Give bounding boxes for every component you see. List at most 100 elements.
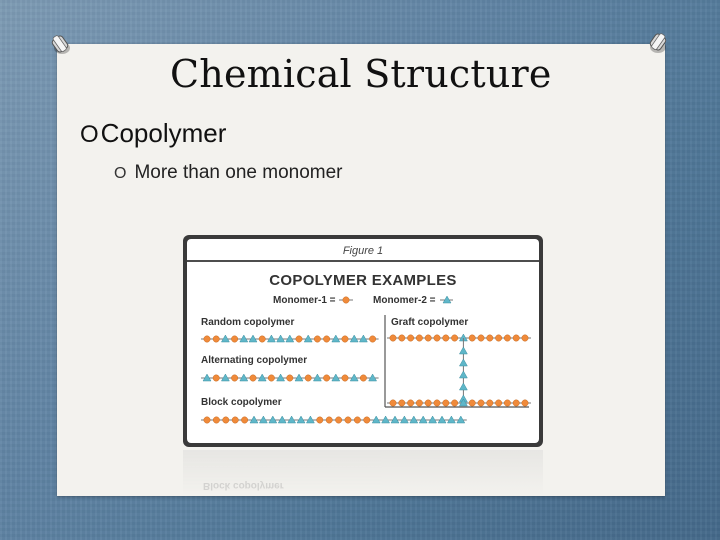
- monomer-2-triangle: [442, 295, 452, 304]
- monomer-2-triangle: [239, 373, 249, 382]
- monomer-2-triangle: [437, 415, 447, 424]
- monomer-1-circle: [353, 416, 361, 424]
- monomer-1-circle: [286, 374, 294, 382]
- bullet-marker: O: [80, 121, 99, 148]
- monomer-1-circle: [203, 335, 211, 343]
- monomer-2-triangle: [239, 334, 249, 343]
- random-copolymer-chain: [201, 334, 379, 343]
- monomer-2-triangle: [312, 373, 322, 382]
- monomer-1-circle: [415, 399, 423, 407]
- legend-monomer-1-label: Monomer-1 =: [273, 295, 336, 306]
- monomer-1-circle: [359, 374, 367, 382]
- monomer-2-triangle: [249, 415, 259, 424]
- monomer-2-triangle: [399, 415, 409, 424]
- monomer-2-triangle: [287, 415, 297, 424]
- monomer-1-circle: [342, 296, 350, 304]
- monomer-1-circle: [212, 416, 220, 424]
- figure-title: COPOLYMER EXAMPLES: [269, 272, 457, 289]
- monomer-1-circle: [325, 416, 333, 424]
- monomer-1-circle: [477, 334, 485, 342]
- monomer-2-triangle: [428, 415, 438, 424]
- monomer-1-circle: [249, 374, 257, 382]
- copolymer-figure: Figure 1 COPOLYMER EXAMPLES Monomer-1 = …: [183, 235, 543, 447]
- monomer-2-triangle: [458, 358, 468, 367]
- bullet-marker: O: [114, 165, 127, 182]
- monomer-1-circle: [398, 334, 406, 342]
- monomer-1-circle: [241, 416, 249, 424]
- bullet-text: Copolymer: [100, 118, 227, 148]
- monomer-1-circle: [433, 334, 441, 342]
- monomer-1-circle: [313, 335, 321, 343]
- monomer-2-triangle: [456, 415, 466, 424]
- random-copolymer-label: Random copolymer: [201, 317, 295, 328]
- monomer-1-circle: [212, 335, 220, 343]
- monomer-1-circle: [267, 374, 275, 382]
- reflection-text: Block copolymer: [203, 480, 284, 491]
- bullet-more-than-one-monomer: O More than one monomer: [114, 162, 343, 184]
- monomer-2-triangle: [277, 415, 287, 424]
- block-copolymer-label: Block copolymer: [201, 397, 282, 408]
- figure-caption: Figure 1: [342, 245, 384, 257]
- monomer-2-triangle: [358, 334, 368, 343]
- monomer-2-triangle: [446, 415, 456, 424]
- monomer-2-triangle: [305, 415, 315, 424]
- monomer-1-circle: [451, 334, 459, 342]
- monomer-1-circle: [304, 374, 312, 382]
- monomer-1-circle: [451, 399, 459, 407]
- monomer-1-circle: [344, 416, 352, 424]
- caption-divider: [187, 260, 539, 262]
- monomer-1-circle: [407, 399, 415, 407]
- monomer-2-triangle: [296, 415, 306, 424]
- monomer-1-circle: [231, 374, 239, 382]
- monomer-2-triangle: [390, 415, 400, 424]
- bullet-text: More than one monomer: [134, 162, 343, 183]
- monomer-2-triangle: [248, 334, 258, 343]
- monomer-2-triangle: [381, 415, 391, 424]
- monomer-1-circle: [258, 335, 266, 343]
- monomer-1-circle: [295, 335, 303, 343]
- monomer-2-triangle: [458, 370, 468, 379]
- monomer-2-triangle: [266, 334, 276, 343]
- monomer-2-triangle: [258, 415, 268, 424]
- monomer-1-circle: [389, 399, 397, 407]
- monomer-1-circle: [203, 416, 211, 424]
- monomer-2-triangle: [202, 373, 212, 382]
- bullet-copolymer: OCopolymer: [80, 118, 226, 149]
- monomer-1-circle: [503, 334, 511, 342]
- monomer-1-circle: [222, 416, 230, 424]
- monomer-2-triangle: [294, 373, 304, 382]
- monomer-1-circle: [335, 416, 343, 424]
- monomer-1-circle: [503, 399, 511, 407]
- figure-panel: Figure 1 COPOLYMER EXAMPLES Monomer-1 = …: [187, 239, 539, 443]
- graft-copolymer-chain: [387, 333, 531, 407]
- monomer-1-circle: [424, 334, 432, 342]
- monomer-1-circle: [486, 399, 494, 407]
- monomer-1-circle: [407, 334, 415, 342]
- legend-monomers: [339, 295, 453, 304]
- monomer-1-circle: [468, 334, 476, 342]
- monomer-2-triangle: [276, 334, 286, 343]
- graft-copolymer-label: Graft copolymer: [391, 317, 469, 328]
- slide-title: Chemical Structure: [170, 52, 552, 96]
- monomer-2-triangle: [303, 334, 313, 343]
- monomer-1-circle: [468, 399, 476, 407]
- monomer-1-circle: [369, 335, 377, 343]
- monomer-1-circle: [323, 335, 331, 343]
- monomer-1-circle: [486, 334, 494, 342]
- monomer-2-triangle: [331, 334, 341, 343]
- figure-reflection: Block copolymer: [183, 450, 543, 496]
- monomer-1-circle: [442, 334, 450, 342]
- monomer-1-circle: [495, 399, 503, 407]
- monomer-2-triangle: [349, 334, 359, 343]
- monomer-1-circle: [495, 334, 503, 342]
- thumbtack-icon: [51, 35, 70, 54]
- monomer-1-circle: [341, 374, 349, 382]
- monomer-1-circle: [316, 416, 324, 424]
- monomer-1-circle: [512, 399, 520, 407]
- monomer-1-circle: [212, 374, 220, 382]
- monomer-1-circle: [521, 334, 529, 342]
- monomer-1-circle: [341, 335, 349, 343]
- monomer-2-triangle: [418, 415, 428, 424]
- monomer-1-circle: [389, 334, 397, 342]
- monomer-2-triangle: [331, 373, 341, 382]
